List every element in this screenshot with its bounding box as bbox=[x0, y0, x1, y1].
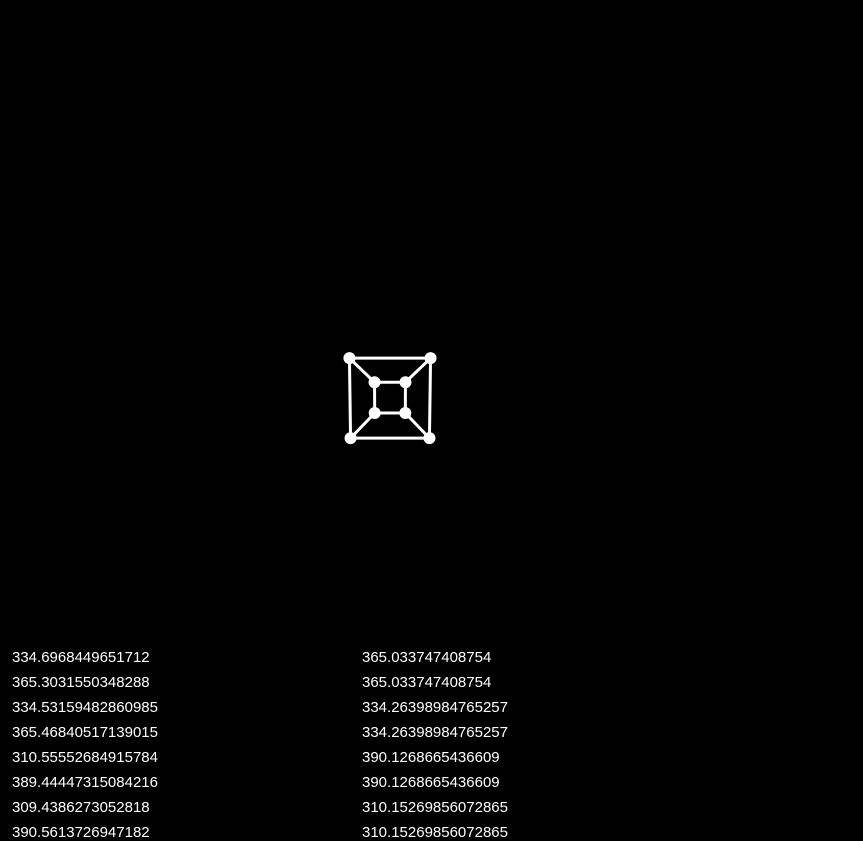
wireframe-canvas bbox=[343, 352, 437, 445]
y-coordinate-readout: 365.033747408754 365.033747408754 334.26… bbox=[362, 645, 508, 841]
cube-edge bbox=[427, 356, 433, 440]
wireframe-cube bbox=[343, 352, 437, 445]
y-coordinate-value: 365.033747408754 bbox=[362, 674, 492, 691]
y-coordinate-value: 334.26398984765257 bbox=[362, 724, 508, 741]
x-coordinate-readout: 334.6968449651712 365.3031550348288 334.… bbox=[12, 645, 158, 841]
cube-edge bbox=[347, 356, 353, 440]
y-coordinate-value: 390.1268665436609 bbox=[362, 774, 500, 791]
y-coordinate-value: 310.15269856072865 bbox=[362, 824, 508, 841]
cube-vertex bbox=[399, 407, 412, 420]
x-coordinate-value: 365.46840517139015 bbox=[12, 724, 158, 741]
cube-vertex bbox=[344, 432, 357, 445]
x-coordinate-value: 365.3031550348288 bbox=[12, 674, 150, 691]
y-coordinate-value: 365.033747408754 bbox=[362, 649, 492, 666]
y-coordinate-value: 390.1268665436609 bbox=[362, 749, 500, 766]
y-coordinate-value: 310.15269856072865 bbox=[362, 799, 508, 816]
cube-vertex bbox=[399, 376, 412, 389]
cube-vertex bbox=[423, 432, 436, 445]
y-coordinate-value: 334.26398984765257 bbox=[362, 699, 508, 716]
x-coordinate-value: 334.6968449651712 bbox=[12, 649, 150, 666]
cube-vertex bbox=[368, 407, 381, 420]
cube-vertex bbox=[368, 376, 381, 389]
cube-vertex bbox=[343, 352, 356, 365]
x-coordinate-value: 390.5613726947182 bbox=[12, 824, 150, 841]
x-coordinate-value: 334.53159482860985 bbox=[12, 699, 158, 716]
x-coordinate-value: 389.44447315084216 bbox=[12, 774, 158, 791]
x-coordinate-value: 309.4386273052818 bbox=[12, 799, 150, 816]
x-coordinate-value: 310.55552684915784 bbox=[12, 749, 158, 766]
cube-vertex bbox=[424, 352, 437, 365]
